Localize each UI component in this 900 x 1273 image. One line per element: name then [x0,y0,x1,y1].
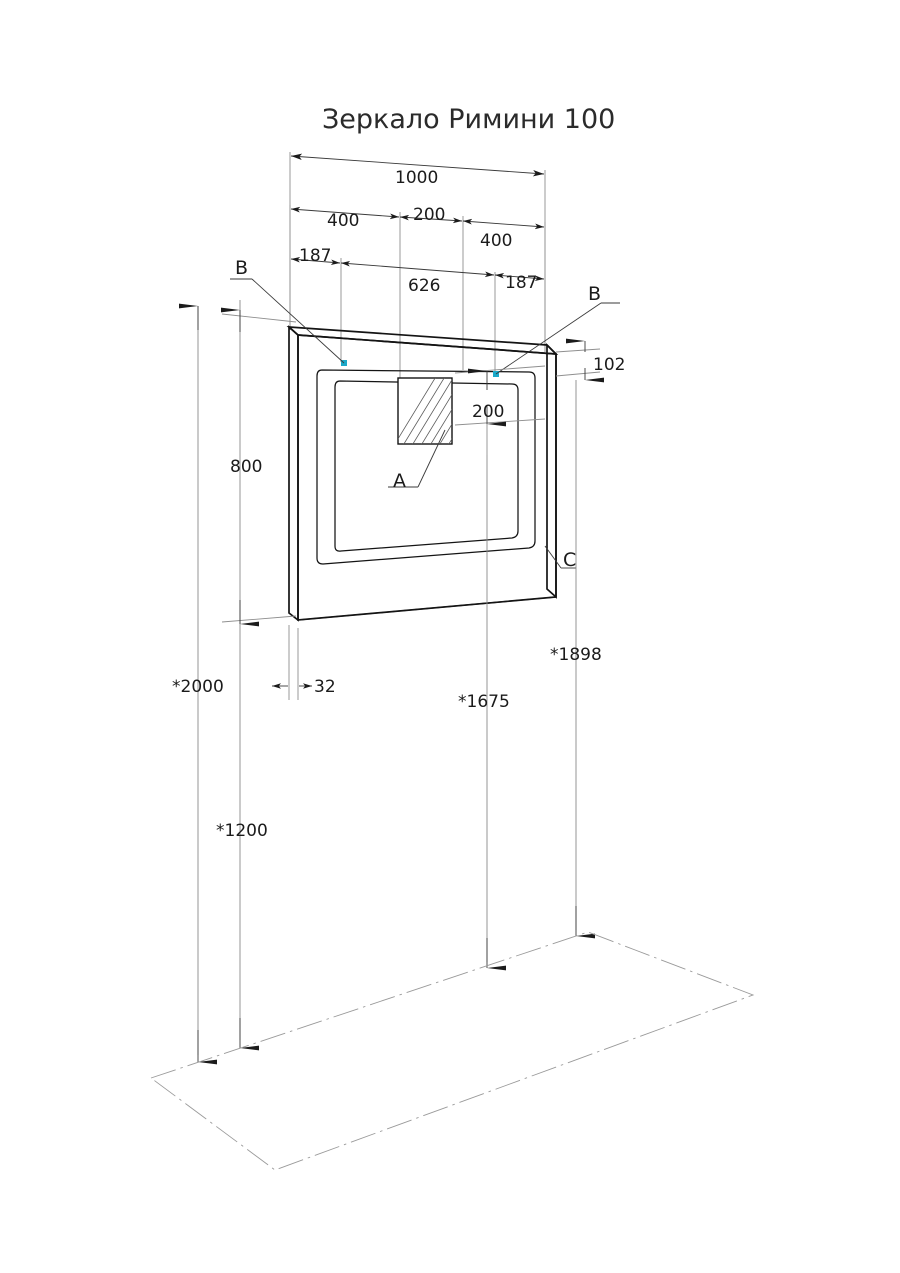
dimension-floor-1675: *1675 [458,455,510,971]
dim-label-2000: *2000 [172,677,224,697]
callout-label-b-left: B [235,257,248,279]
dimension-depth-32: 32 [272,625,336,700]
dim-label-1200: *1200 [216,821,268,841]
dim-label-1898: *1898 [550,645,602,665]
dim-label-187-right: 187 [505,273,537,293]
top-extension-lines [289,152,546,378]
dim-label-187-left: 187 [299,246,331,266]
mirror-side-face [288,325,299,622]
led-inner-contour [334,380,519,552]
dimension-height-800: 800 [221,300,297,640]
component-a-hatched [397,377,453,445]
dim-label-800: 800 [230,457,262,477]
dim-label-1000: 1000 [395,168,438,188]
dim-label-626: 626 [408,276,440,296]
callout-b-left: B [230,257,345,364]
dimension-width-total: 1000 [290,153,545,188]
dim-label-200-mid: 200 [413,205,445,225]
dim-label-200-switch: 200 [472,402,504,422]
callout-a: A [388,429,446,492]
dim-label-102: 102 [593,355,625,375]
dimension-width-segments: 400 200 400 [290,205,545,251]
dim-label-400-right: 400 [480,231,512,251]
dim-label-32: 32 [314,677,336,697]
page-title: Зеркало Римини 100 [322,104,615,135]
dimension-mount-holes: 187 626 187 [290,246,545,296]
dimension-top-offset: 102 [555,338,625,383]
dim-label-400-left: 400 [327,211,359,231]
callout-b-right: B [495,283,620,375]
mirror-bottom-edge [297,596,557,621]
dimension-floor-2000: *2000 [172,303,224,1065]
dim-label-1675: *1675 [458,692,510,712]
dimension-floor-1898: *1898 [550,380,602,939]
floor-plane [150,931,755,1171]
callout-label-c: C [563,549,576,571]
mirror-assembly [286,325,559,622]
dimension-floor-1200: *1200 [216,640,268,1051]
callout-label-b-right: B [588,283,601,305]
callout-c: C [544,545,576,571]
callout-label-a: A [393,470,406,492]
led-outer-contour [316,369,536,565]
dimension-switch-offset: 200 [454,365,546,455]
